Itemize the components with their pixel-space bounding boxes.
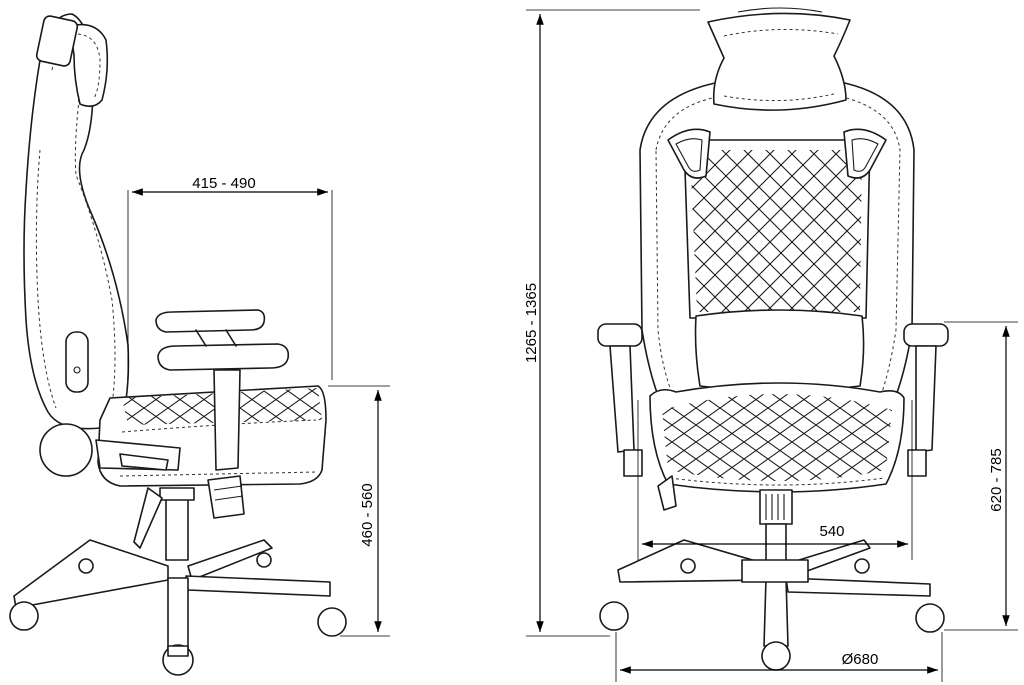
side-headrest-strap [35, 15, 79, 67]
front-caster [599, 601, 629, 631]
side-armrest-post [213, 369, 241, 471]
seat-depth-label: 415 - 490 [192, 175, 255, 192]
armrest-height-label: 620 - 785 [988, 448, 1005, 511]
seat-height-label: 460 - 560 [359, 483, 376, 546]
front-caster [761, 641, 791, 671]
side-base [13, 539, 169, 609]
front-left-arm-bracket [623, 449, 643, 477]
front-left-armrest-pad [597, 323, 643, 347]
front-right-arm-bracket [907, 449, 927, 477]
front-base-hub [741, 559, 809, 583]
base-diameter-label: Ø680 [842, 651, 879, 668]
total-height-label: 1265 - 1365 [523, 283, 540, 363]
side-headrest-pillow [69, 23, 109, 108]
side-armrest-lower [157, 343, 290, 371]
front-right-armrest-post [915, 345, 937, 453]
front-caster [915, 603, 945, 633]
front-view [597, 7, 949, 671]
side-caster [317, 607, 347, 637]
front-lumbar-pillow [694, 309, 865, 392]
seat-width-label: 540 [819, 523, 844, 540]
front-headrest-pillow [707, 12, 851, 111]
side-view [9, 13, 347, 676]
front-lever [657, 475, 677, 511]
side-back-knob [65, 331, 89, 393]
side-recline-wheel [39, 423, 93, 477]
front-left-shoulder-slot [667, 128, 711, 179]
side-lever [133, 487, 163, 549]
front-gas-cover [759, 489, 793, 525]
side-caster [9, 601, 39, 631]
front-right-shoulder-slot [843, 128, 887, 179]
front-left-armrest-post [609, 345, 635, 453]
front-right-armrest-pad [903, 323, 949, 347]
side-armrest-upper [155, 309, 266, 333]
